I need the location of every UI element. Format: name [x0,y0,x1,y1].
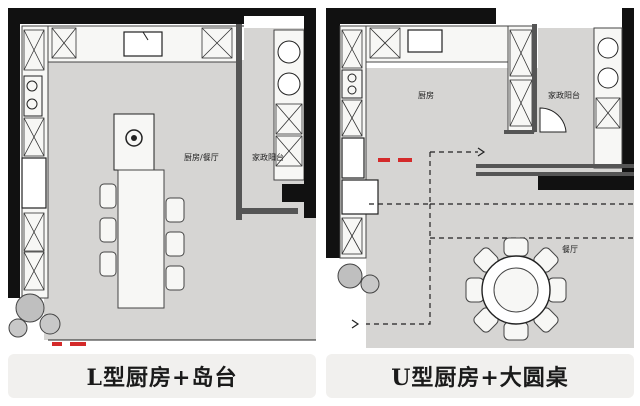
label-kitchen: 厨房 [418,90,434,100]
fridge-icon [21,157,47,209]
door-marker [52,342,62,346]
fridge-icon [341,137,365,179]
island-hob-icon [125,129,143,147]
label-kitchen-dining: 厨房/餐厅 [184,152,219,162]
plant-icon [337,263,380,294]
washing-machine-icon [597,37,619,89]
circulation-path [366,151,634,325]
door-marker [398,158,412,162]
round-dining-table [465,237,567,341]
l-kitchen-floorplan: 厨房/餐厅 家政阳台 [8,8,316,348]
stove-icon [341,69,363,99]
label-dining: 餐厅 [562,245,578,254]
washing-machine-icon [277,40,301,96]
caption-u-kitchen: U型厨房+大圆桌 [326,354,634,398]
sink-icon [123,31,163,57]
door-marker [70,342,86,346]
door-swing-icon [539,107,567,133]
caption-l-kitchen: L型厨房+岛台 [8,354,316,398]
island-chairs [99,183,185,291]
u-kitchen-plan-drawing: 厨房 家政阳台 餐厅 [326,8,634,348]
plant-icon [8,293,61,338]
door-marker [378,158,390,162]
stove-icon [23,75,43,117]
l-kitchen-plan-drawing: 厨房/餐厅 家政阳台 [8,8,316,348]
label-balcony: 家政阳台 [252,152,284,162]
oven-icon [341,179,379,215]
sink-icon [407,29,443,53]
u-kitchen-floorplan: 厨房 家政阳台 餐厅 [326,8,634,348]
label-balcony: 家政阳台 [548,90,580,100]
